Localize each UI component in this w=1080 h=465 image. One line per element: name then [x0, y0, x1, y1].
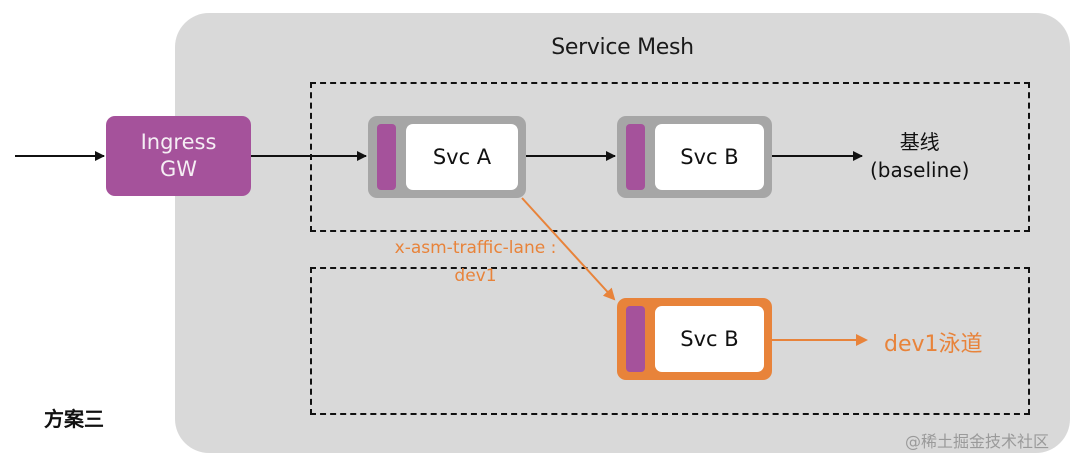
svc-b-dev1-node: Svc B — [617, 298, 772, 380]
routing-header-label: x-asm-traffic-lane : dev1 — [363, 234, 588, 290]
baseline-lane-boundary — [310, 82, 1030, 232]
svc-b-dev1-label: Svc B — [655, 306, 764, 372]
baseline-lane-label: 基线 (baseline) — [870, 128, 969, 184]
service-mesh-title: Service Mesh — [551, 35, 694, 60]
sidecar-proxy-icon — [626, 124, 645, 190]
svc-b-baseline-label: Svc B — [655, 124, 764, 190]
service-mesh-container: Service Mesh — [175, 13, 1070, 453]
ingress-label-line1: Ingress — [140, 130, 217, 154]
dev1-lane-label: dev1泳道 — [884, 332, 983, 357]
ingress-label-line2: GW — [159, 157, 198, 181]
ingress-gateway-node: Ingress GW — [106, 116, 251, 196]
svc-a-label: Svc A — [406, 124, 518, 190]
routing-header-key: x-asm-traffic-lane : — [394, 238, 557, 258]
svc-b-baseline-node: Svc B — [617, 116, 772, 198]
sidecar-proxy-icon — [377, 124, 396, 190]
scheme-label: 方案三 — [44, 407, 104, 431]
routing-header-value: dev1 — [454, 266, 497, 286]
svc-a-node: Svc A — [368, 116, 526, 198]
dev1-lane-boundary — [310, 267, 1030, 415]
baseline-label-cn: 基线 — [899, 130, 940, 154]
baseline-label-en: (baseline) — [870, 158, 970, 182]
sidecar-proxy-icon — [626, 306, 645, 372]
watermark: @稀土掘金技术社区 — [905, 432, 1050, 451]
